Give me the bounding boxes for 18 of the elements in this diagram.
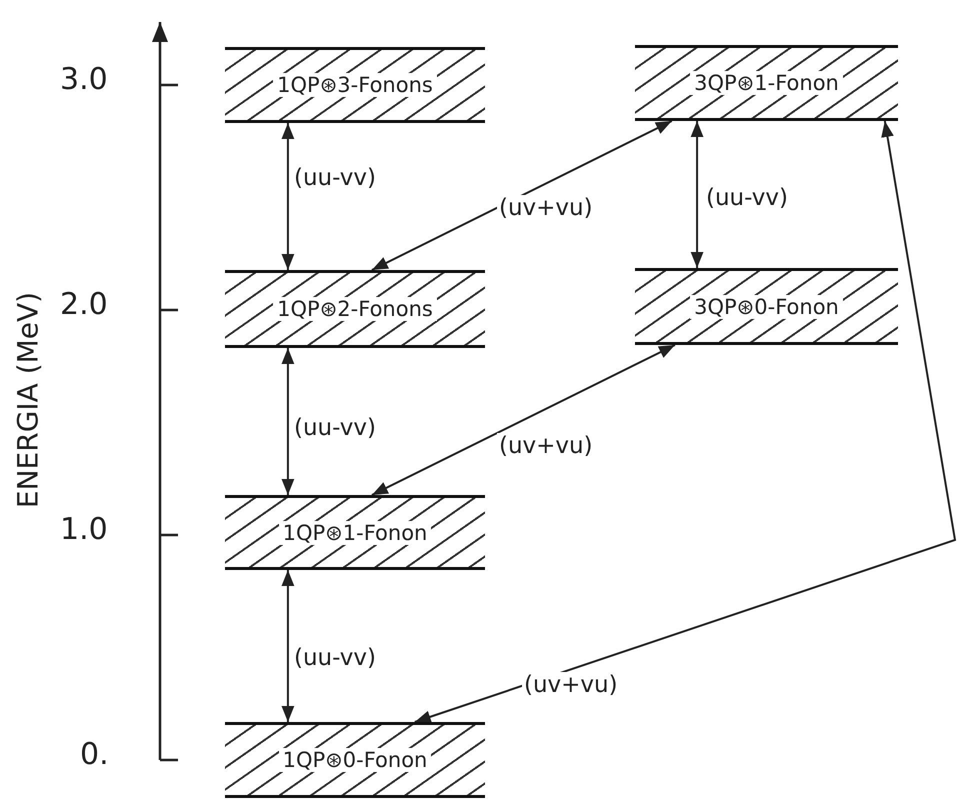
axis-title: ENERGIA (MeV) [12,292,44,508]
level-label: 1QP⊛3-Fonons [273,73,437,97]
double-arrow [282,570,294,722]
level-label: 1QP⊛1-Fonon [278,520,432,544]
level-label: 3QP⊛0-Fonon [690,294,843,318]
tick-label: 1.0 [60,512,108,547]
tick-label: 3.0 [60,62,108,97]
double-arrow [371,344,676,496]
tick-label: 2.0 [60,287,108,322]
double-arrow [371,120,672,271]
tick-label: 0. [80,737,109,772]
double-arrow [282,348,294,495]
double-arrow [690,121,704,268]
double-arrow [414,120,956,723]
level-label: 3QP⊛1-Fonon [690,71,843,95]
level-label: 1QP⊛2-Fonons [273,297,437,321]
level-label: 1QP⊛0-Fonon [278,748,432,772]
double-arrow [282,123,294,270]
